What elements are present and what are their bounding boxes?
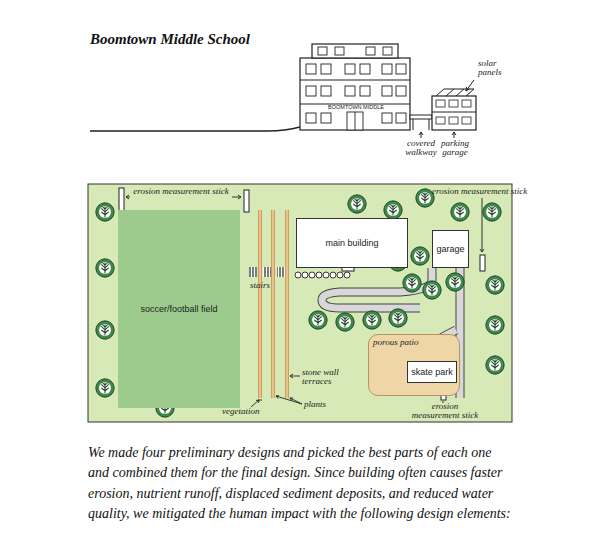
title: Boomtown Middle School (90, 31, 250, 48)
tree (446, 273, 464, 291)
callout-label: stairs (250, 281, 270, 290)
callout-label: erosion measurement stick (131, 187, 231, 196)
tree (416, 189, 434, 207)
garage-box: garage (432, 230, 469, 268)
tree (363, 311, 381, 329)
callout-label: erosion measurement stick (432, 187, 527, 196)
tree (411, 247, 429, 265)
tree (96, 203, 114, 221)
node-text: soccer/football field (140, 304, 217, 314)
node-text: skate park (411, 367, 453, 377)
caption: We made four preliminary designs and pic… (88, 443, 514, 524)
tree (486, 316, 504, 334)
tree (96, 259, 114, 277)
node-text: main building (325, 238, 378, 248)
tree (96, 321, 114, 339)
tree (348, 195, 366, 213)
callout-label: vegetation (222, 407, 260, 416)
patio-area: porous patio skate park (368, 334, 460, 396)
node-text: porous patio (373, 337, 418, 347)
building-sign: BOOMTOWN MIDDLE (326, 105, 386, 111)
callout-label: plants (304, 400, 326, 409)
callout-label: covered walkway (398, 139, 444, 158)
node-text: garage (436, 244, 464, 254)
tree (423, 281, 441, 299)
tree (403, 274, 421, 292)
tree (486, 276, 504, 294)
tree (336, 313, 354, 331)
tree (96, 379, 114, 397)
tree (451, 203, 469, 221)
callout-label: parking garage (434, 139, 476, 158)
skate-park-box: skate park (407, 361, 457, 383)
tree (384, 201, 402, 219)
callout-label: solar panels (478, 59, 518, 78)
building-box: main building (296, 218, 408, 268)
callout-label: erosion measurement stick (410, 402, 480, 421)
callout-label: stone wall terraces (302, 368, 348, 387)
tree (483, 203, 501, 221)
field: soccer/football field (118, 210, 240, 408)
tree (309, 311, 327, 329)
tree (389, 309, 407, 327)
tree (486, 356, 504, 374)
